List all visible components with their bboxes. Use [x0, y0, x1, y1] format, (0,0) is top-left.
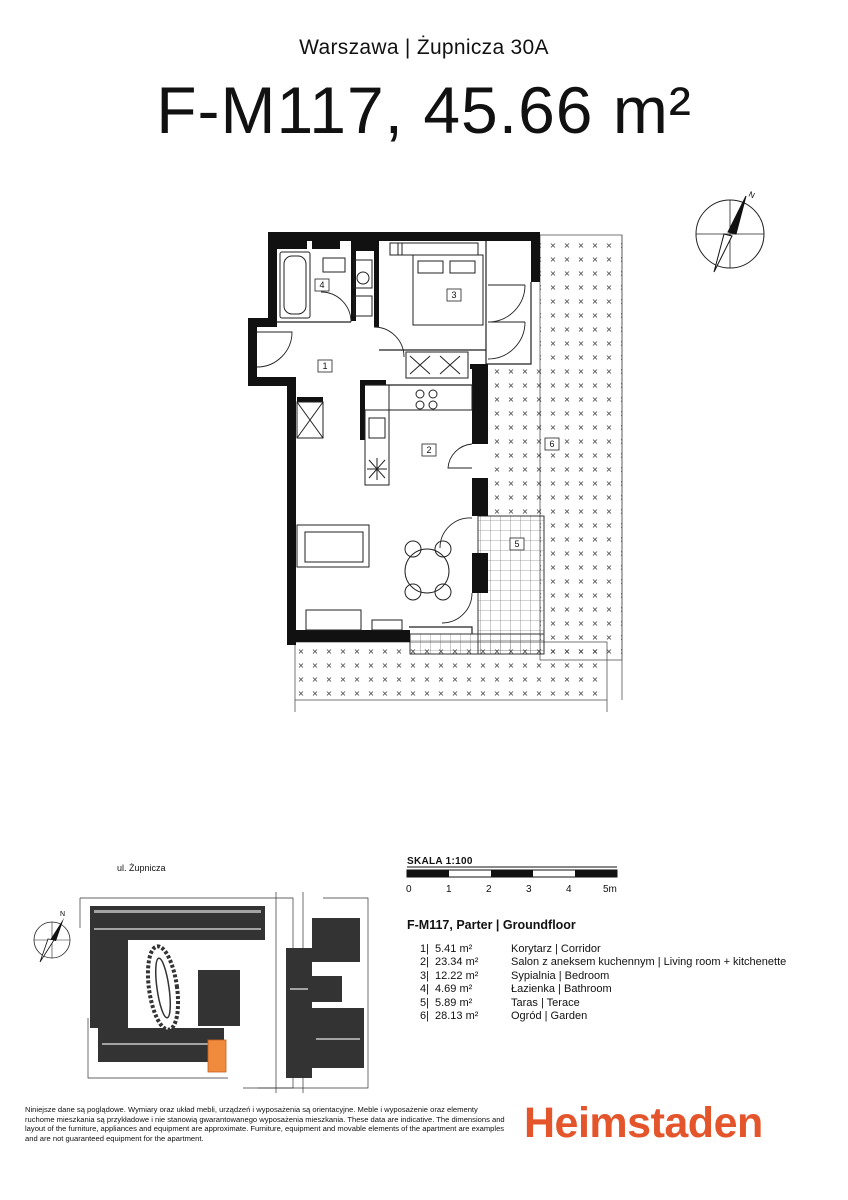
room-number-labels: 1 2 3 4 5 6 — [314, 278, 560, 551]
heimstaden-logo: Heimstaden — [524, 1099, 763, 1147]
room-name: Salon z aneksem kuchennym | Living room … — [511, 956, 787, 969]
room-label-3: 3 — [451, 290, 456, 300]
scale-label-2: 2 — [486, 884, 492, 895]
floor-plan: × — [248, 232, 623, 712]
room-area: 5.89 m² — [435, 996, 473, 1009]
room-row: 4| 4.69 m² Łazienka | Bathroom — [407, 983, 786, 996]
room-label-5: 5 — [514, 539, 519, 549]
room-list: 1| 5.41 m² Korytarz | Corridor 2| 23.34 m² S… — [407, 943, 786, 1023]
site-buildings — [90, 906, 364, 1078]
room-row: 1| 5.41 m² Korytarz | Corridor — [407, 943, 786, 956]
scale-label-4: 4 — [566, 884, 572, 895]
room-row: 2| 23.34 m² Salon z aneksem kuchennym | Li… — [407, 956, 786, 969]
room-num: 1| — [420, 943, 429, 955]
room-num: 6| — [420, 1010, 429, 1023]
room-row: 6| 28.13 m² Ogród | Garden — [407, 1010, 786, 1023]
room-area: 28.13 m² — [435, 1010, 479, 1023]
site-compass-north-label: N — [60, 911, 65, 918]
highlighted-apartment — [207, 1039, 227, 1073]
room-area: 23.34 m² — [435, 956, 479, 969]
scale-label-1: 1 — [446, 884, 452, 895]
site-plan: N — [33, 892, 369, 1093]
room-row: 5| 5.89 m² Taras | Terace — [407, 997, 786, 1010]
partitions — [277, 241, 532, 634]
room-name: Łazienka | Bathroom — [511, 983, 612, 996]
room-label-6: 6 — [549, 439, 554, 449]
room-label-2: 2 — [426, 445, 431, 455]
scale-label-5: 5m — [603, 884, 617, 895]
room-name: Taras | Terace — [511, 996, 580, 1009]
room-area: 12.22 m² — [435, 969, 479, 982]
room-label-1: 1 — [322, 361, 327, 371]
room-area: 5.41 m² — [435, 943, 473, 955]
room-num: 2| — [420, 956, 429, 969]
room-name: Korytarz | Corridor — [511, 943, 601, 955]
doors — [256, 284, 526, 624]
scale-title: SKALA 1:100 — [407, 856, 473, 867]
room-num: 3| — [420, 969, 429, 982]
location-subtitle: Warszawa | Żupnicza 30A — [299, 36, 549, 59]
apartment-title: F-M117, 45.66 m² — [156, 73, 692, 147]
room-num: 5| — [420, 996, 429, 1009]
compass-icon: N — [695, 190, 765, 273]
bed — [389, 242, 484, 326]
living-furniture — [296, 524, 452, 631]
site-compass-icon: N — [33, 911, 71, 963]
scale-label-3: 3 — [526, 884, 532, 895]
room-name: Sypialnia | Bedroom — [511, 969, 610, 982]
walls — [248, 232, 540, 645]
disclaimer-text: Niniejsze dane są poglądowe. Wymiary ora… — [25, 1105, 505, 1143]
compass-north-label: N — [747, 190, 756, 201]
apartment-info-heading: F-M117, Parter | Groundfloor — [407, 918, 576, 932]
room-name: Ogród | Garden — [511, 1010, 588, 1023]
street-label: ul. Żupnicza — [117, 863, 166, 873]
scale-label-0: 0 — [406, 884, 412, 895]
room-num: 4| — [420, 983, 429, 996]
room-row: 3| 12.22 m² Sypialnia | Bedroom — [407, 970, 786, 983]
room-area: 4.69 m² — [435, 983, 473, 996]
bathroom-fixtures — [279, 251, 373, 319]
scale-bar — [406, 866, 618, 878]
kitchen-units — [296, 351, 473, 486]
room-label-4: 4 — [319, 280, 324, 290]
